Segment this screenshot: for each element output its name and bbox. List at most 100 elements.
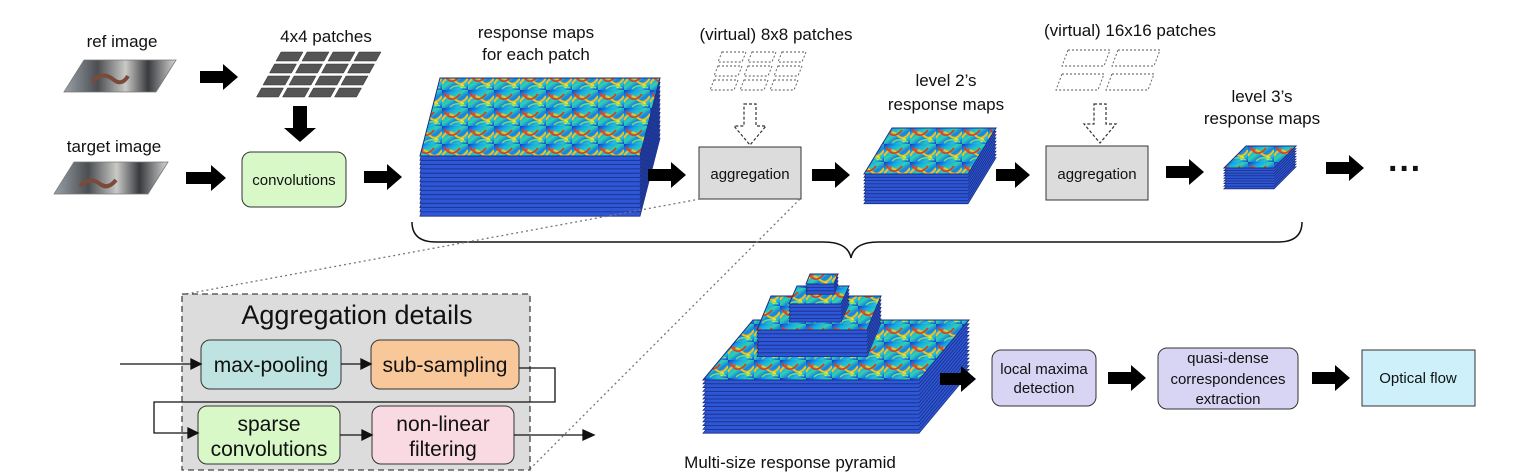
arrow-agg1-to-level2: [812, 162, 850, 188]
virtual-8x8-patch-grid: [709, 51, 807, 91]
aggregation-label-2: aggregation: [1057, 166, 1136, 183]
virtual-patch-cell: [743, 65, 773, 77]
arrow-level3-to-ellipsis: [1326, 155, 1364, 181]
virtual-patch-cell: [1111, 49, 1161, 67]
aggregation-label-1: aggregation: [710, 166, 789, 183]
arrow-ref-to-patches: [200, 64, 238, 90]
patch-cell: [334, 87, 362, 98]
local-maxima-box: [991, 349, 1097, 407]
arrow-target-to-conv: [186, 165, 226, 191]
response-map-stack-level2: [863, 127, 997, 205]
aggregation-box-2: [1045, 145, 1149, 201]
quasi-label-1: quasi-dense: [1187, 350, 1269, 367]
quasi-dense-box: [1157, 347, 1299, 410]
patch-cell: [308, 87, 336, 98]
aggregation-details-title: Aggregation details: [241, 300, 472, 330]
sub-sampling-label: sub-sampling: [383, 354, 508, 377]
arrow-agg2-to-level3: [1166, 159, 1204, 185]
quasi-label-2: correspondences: [1170, 371, 1285, 388]
quasi-label-3: extraction: [1195, 391, 1260, 408]
nonlinear-label-1: non-linear: [396, 413, 489, 436]
pyramid-caption: Multi-size response pyramid: [684, 453, 896, 472]
arrow-conv-to-maps: [364, 164, 402, 190]
ref-image-thumbnail: [63, 59, 177, 93]
arrow-maxima-to-quasi: [1108, 365, 1146, 391]
virtual-16x16-patch-grid: [1055, 49, 1161, 91]
level2-label-2: response maps: [888, 95, 1004, 114]
target-image-thumbnail: [53, 161, 169, 195]
patch-cell: [288, 75, 317, 86]
patch-cell: [347, 63, 375, 74]
local-maxima-label-1: local maxima: [1000, 361, 1088, 378]
patch-cell: [301, 51, 330, 62]
patch-cell: [327, 51, 356, 62]
virtual-patch-cell: [773, 65, 803, 77]
patch-cell: [314, 75, 343, 86]
patch-cell: [256, 87, 284, 98]
virtual-patch-cell: [777, 51, 807, 63]
level3-label-1: level 3’s: [1231, 87, 1292, 106]
sparse-label-1: sparse: [237, 413, 300, 436]
optical-flow-box: [1361, 349, 1476, 407]
map-top-face: [1222, 145, 1298, 169]
ref-image-label: ref image: [87, 32, 158, 51]
patch-cell: [353, 51, 382, 62]
map-top-face: [419, 77, 661, 157]
optical-flow-label: Optical flow: [1379, 370, 1457, 387]
arrow-maps-to-agg1: [648, 162, 686, 188]
map-top-face: [863, 127, 997, 175]
arrow-quasi-to-flow: [1312, 365, 1350, 391]
dashed-down-arrow-2: [1082, 103, 1118, 144]
virtual-patch-cell: [739, 79, 769, 91]
zoom-line-left: [185, 198, 701, 295]
dashed-down-arrow-1: [732, 103, 768, 146]
virtual-patch-cell: [1061, 49, 1111, 67]
virtual-patch-cell: [709, 79, 739, 91]
virtual-patch-cell: [769, 79, 799, 91]
patch-cell: [262, 75, 291, 86]
pyramid-brace: [411, 221, 1303, 259]
ellipsis: ···: [1388, 150, 1422, 188]
response-maps-label-1: response maps: [478, 23, 594, 42]
virtual-patch-cell: [1105, 73, 1155, 91]
response-map-stacks: [419, 77, 1298, 434]
virtual-patch-cell: [1055, 73, 1105, 91]
patch-grid-4x4: [256, 51, 382, 98]
arrow-pyramid-to-maxima: [940, 366, 976, 392]
patch-cell: [321, 63, 349, 74]
sparse-label-2: convolutions: [211, 438, 328, 461]
patch-cell: [282, 87, 310, 98]
pyramid-tier-3: [788, 285, 850, 323]
patch-cell: [275, 51, 304, 62]
map-top-face: [805, 273, 839, 285]
convolutions-box: [241, 151, 347, 208]
virtual-8x8-label: (virtual) 8x8 patches: [699, 25, 852, 44]
virtual-patch-cell: [717, 51, 747, 63]
patch-cell: [295, 63, 323, 74]
response-map-stack-level3: [1222, 145, 1298, 190]
arrow-patches-to-conv: [284, 106, 316, 142]
target-image-label: target image: [67, 137, 162, 156]
response-map-stack-level1: [419, 77, 661, 217]
pyramid-tier-4: [805, 273, 839, 295]
aggregation-box-1: [698, 146, 802, 200]
patch-cell: [340, 75, 369, 86]
arrow-level2-to-agg2: [996, 162, 1030, 188]
pyramid-tier-2: [756, 295, 882, 358]
patch-cell: [269, 63, 297, 74]
patches-4x4-label: 4x4 patches: [280, 27, 372, 46]
virtual-patch-cell: [747, 51, 777, 63]
local-maxima-label-2: detection: [1014, 380, 1075, 397]
level2-label-1: level 2’s: [915, 71, 976, 90]
virtual-patch-cell: [713, 65, 743, 77]
convolutions-label: convolutions: [252, 172, 335, 189]
max-pooling-label: max-pooling: [214, 354, 328, 377]
virtual-16x16-label: (virtual) 16x16 patches: [1044, 21, 1216, 40]
zoom-line-right: [529, 198, 801, 470]
level3-label-2: response maps: [1204, 109, 1320, 128]
detail-flow-arrows: [120, 357, 596, 442]
response-maps-label-2: for each patch: [482, 45, 590, 64]
flow-arrows: [186, 64, 1364, 392]
nonlinear-label-2: filtering: [409, 438, 477, 461]
